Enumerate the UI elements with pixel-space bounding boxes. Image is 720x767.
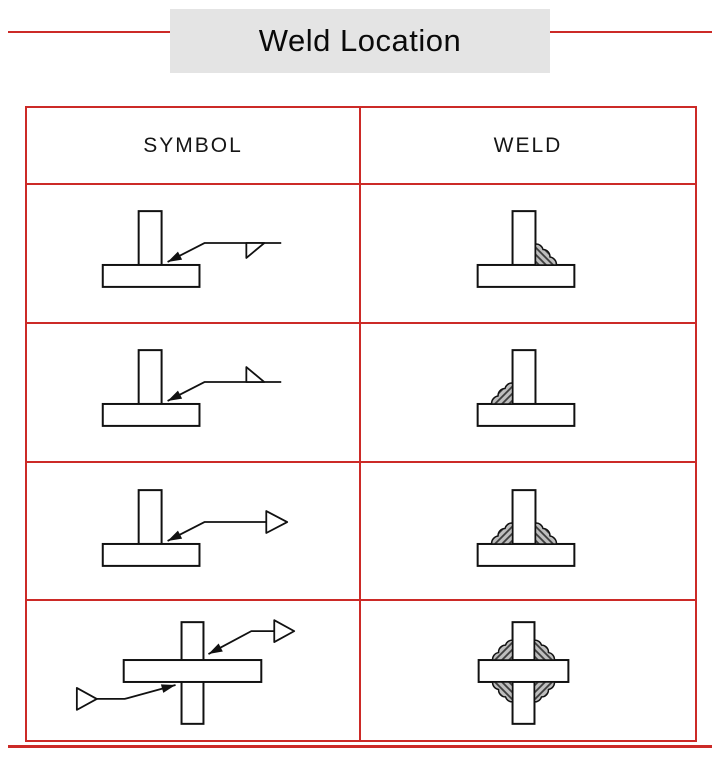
lower-leader-line: [96, 684, 176, 700]
weld-bead-lower-right: [533, 681, 556, 703]
column-header-symbol: SYMBOL: [27, 108, 361, 185]
fillet-symbol-arrow-side-drawing: [101, 210, 282, 289]
weld-bead-right: [534, 522, 558, 545]
upper-arrowhead-icon: [208, 643, 223, 655]
vertical-plate: [511, 210, 537, 267]
horizontal-plate: [101, 403, 201, 428]
vertical-plate: [137, 349, 163, 406]
horizontal-plate: [476, 542, 576, 567]
weld-cell-both-sides: [361, 463, 695, 602]
fillet-symbol-other-side-drawing: [101, 349, 282, 428]
weld-arrow-side-drawing: [476, 210, 576, 289]
fillet-triangle-above-line: [245, 366, 266, 384]
symbol-cell-cross-joint: [27, 601, 361, 740]
vertical-plate: [137, 210, 163, 267]
arrowhead-icon: [167, 390, 183, 402]
horizontal-plate: [101, 542, 201, 567]
weld-cell-arrow-side: [361, 185, 695, 324]
symbol-cell-other-side: [27, 323, 361, 463]
weld-bead-left: [490, 522, 514, 545]
fillet-symbol-cross-joint-drawing: [75, 619, 296, 725]
horizontal-plate: [101, 264, 201, 289]
weld-cross-joint-drawing: [477, 621, 570, 725]
horizontal-plate: [476, 403, 576, 428]
weld-cell-other-side: [361, 324, 695, 463]
leader-line: [167, 242, 282, 264]
upper-leader-line: [208, 630, 275, 655]
fillet-symbol-both-sides-drawing: [101, 489, 289, 567]
weld-both-sides-drawing: [476, 489, 576, 567]
vertical-plate: [511, 489, 537, 545]
leader-line: [167, 381, 282, 402]
weld-bead-lower-left: [491, 681, 514, 703]
title-banner: Weld Location: [170, 9, 550, 73]
vertical-plate: [511, 349, 537, 406]
weld-bead-upper-left: [491, 639, 514, 661]
horizontal-plate: [477, 659, 570, 684]
column-header-weld: WELD: [361, 108, 695, 185]
horizontal-plate: [476, 264, 576, 289]
vertical-plate: [137, 489, 163, 545]
upper-fillet-triangles-both-sides: [273, 619, 296, 644]
horizontal-plate: [122, 659, 263, 684]
fillet-triangle-below-line: [245, 242, 266, 260]
fillet-triangles-both-sides: [265, 510, 289, 534]
arrowhead-icon: [167, 530, 183, 541]
leader-line: [167, 521, 267, 542]
symbol-cell-arrow-side: [27, 185, 361, 324]
weld-location-table: SYMBOL WELD: [25, 106, 697, 742]
page-title: Weld Location: [258, 23, 462, 58]
arrowhead-icon: [167, 251, 183, 263]
weld-other-side-drawing: [476, 349, 576, 428]
weld-bead: [534, 243, 558, 267]
lower-arrowhead-icon: [160, 684, 176, 694]
weld-bead: [490, 382, 514, 405]
symbol-cell-both-sides: [27, 462, 361, 602]
weld-cell-cross-joint: [361, 601, 695, 740]
lower-fillet-triangles-both-sides: [75, 687, 98, 711]
weld-bead-upper-right: [533, 639, 556, 661]
bottom-accent-line: [8, 745, 712, 748]
